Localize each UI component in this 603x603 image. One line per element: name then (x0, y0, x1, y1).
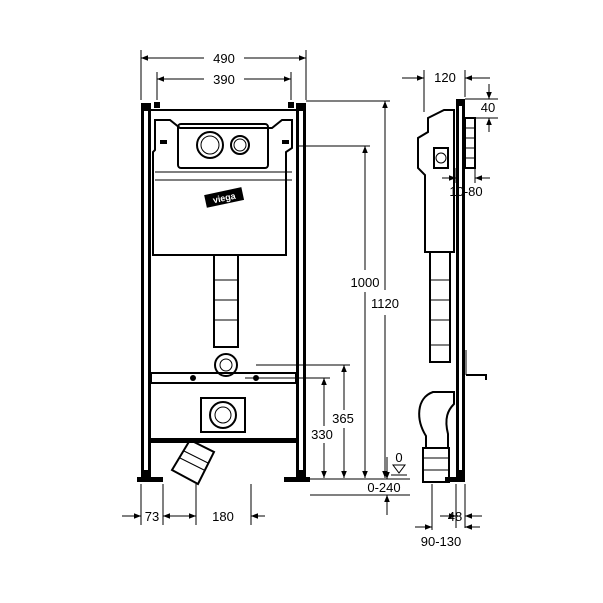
dim-90-130: 90-130 (415, 484, 480, 549)
side-outlet-elbow (418, 391, 455, 483)
frame-right-post (296, 103, 306, 477)
svg-text:365: 365 (332, 411, 354, 426)
side-bracket (464, 117, 476, 169)
svg-text:120: 120 (434, 70, 456, 85)
dim-390: 390 (156, 72, 292, 100)
brand-logo: viega (204, 187, 245, 208)
right-foot (284, 477, 310, 482)
svg-text:90-130: 90-130 (421, 534, 461, 549)
cistern (152, 119, 293, 256)
svg-text:10-80: 10-80 (449, 184, 482, 199)
left-foot (137, 477, 163, 482)
side-wall-post (456, 99, 465, 477)
zero-level-mark: 0 (391, 450, 407, 476)
front-view: viega (122, 50, 410, 525)
dim-40: 40 (465, 84, 498, 132)
svg-text:180: 180 (212, 509, 234, 524)
svg-text:73: 73 (145, 509, 159, 524)
svg-text:48: 48 (448, 509, 462, 524)
flush-pipe (213, 254, 239, 377)
svg-text:viega: viega (212, 190, 238, 205)
dim-48: 48 (440, 484, 482, 528)
dim-1000: 1000 (296, 145, 380, 478)
side-cistern (417, 109, 455, 253)
dim-120: 120 (402, 70, 490, 112)
side-view: 120 40 10-80 0 48 (391, 70, 498, 549)
dim-0-240: 0-240 (300, 457, 410, 515)
svg-text:0-240: 0-240 (367, 480, 400, 495)
drain-fitting (151, 397, 296, 486)
side-flush-pipe (429, 251, 451, 363)
svg-text:40: 40 (481, 100, 495, 115)
dim-330: 330 (245, 377, 333, 478)
svg-text:0: 0 (395, 450, 402, 465)
dim-73: 73 (122, 484, 182, 525)
frame-left-post (141, 103, 151, 477)
side-foot (445, 477, 465, 482)
dim-1120: 1120 (306, 100, 399, 478)
svg-text:1120: 1120 (371, 296, 399, 311)
svg-text:330: 330 (311, 427, 333, 442)
dim-10-80: 10-80 (442, 168, 490, 199)
dim-180: 180 (182, 484, 265, 525)
dim-490: 490 (140, 50, 307, 100)
large-flush-button-icon (196, 131, 224, 159)
svg-text:1000: 1000 (351, 275, 380, 290)
svg-text:390: 390 (213, 72, 235, 87)
dim-365: 365 (256, 364, 354, 478)
svg-text:490: 490 (213, 51, 235, 66)
small-flush-button-icon (230, 135, 250, 155)
